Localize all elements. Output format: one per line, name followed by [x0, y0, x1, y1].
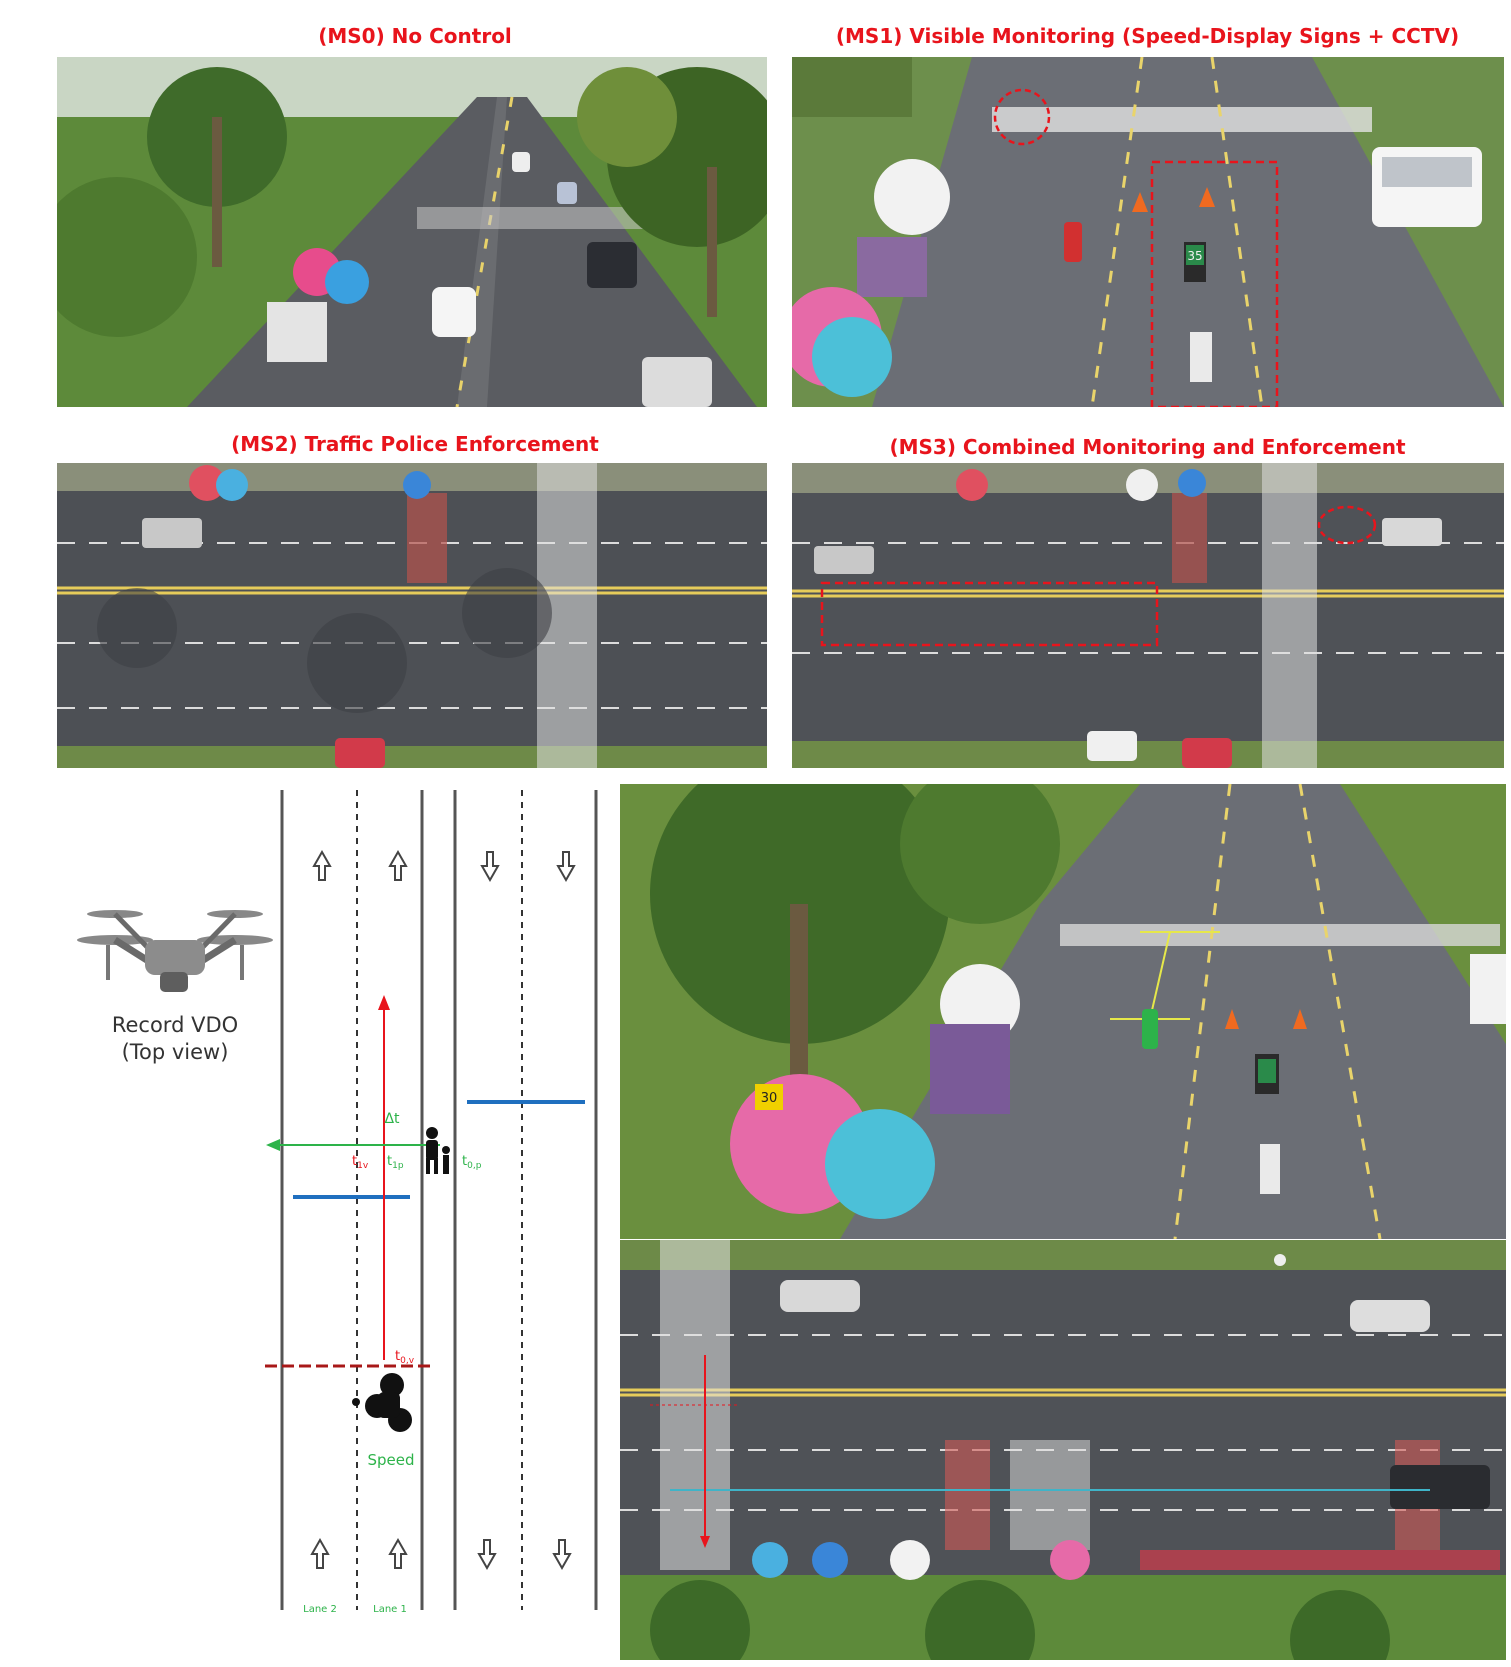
ms3-photo: [792, 463, 1504, 768]
ms2-title: (MS2) Traffic Police Enforcement: [231, 432, 599, 456]
t1v-label: t1v: [352, 1154, 369, 1171]
lane1-label: Lane 1: [373, 1604, 407, 1615]
ms3-title: (MS3) Combined Monitoring and Enforcemen…: [889, 435, 1406, 459]
drone-caption-line2: (Top view): [121, 1040, 229, 1064]
ms1-title: (MS1) Visible Monitoring (Speed-Display …: [835, 24, 1460, 48]
drone-caption: Record VDO (Top view): [80, 1012, 270, 1066]
t1p-label: t1p: [387, 1154, 404, 1171]
delta-t-label: Δt: [384, 1111, 400, 1127]
ms1-speed-sign-value: 35: [1187, 249, 1202, 263]
oblique-photo: 30: [620, 784, 1506, 1239]
ms1-photo: 35: [792, 57, 1504, 407]
ms0-photo: [57, 57, 767, 407]
vehicle-path-arrow-head: [378, 995, 390, 1010]
drone-icon: [77, 910, 273, 992]
motorcycle-icon: [352, 1373, 412, 1432]
lane2-label: Lane 2: [303, 1604, 337, 1615]
t0v-label: t0,v: [395, 1349, 415, 1366]
t0p-label: t0,p: [462, 1154, 482, 1171]
oblique-speed-sign-value: 30: [761, 1091, 778, 1106]
pedestrian-icon: [426, 1127, 450, 1174]
lane-arrows-top: [312, 849, 576, 883]
ms2-photo: [57, 463, 767, 768]
pedestrian-path-arrow-head: [266, 1139, 280, 1151]
lane-diagram: Δt t1v t1p t0,p t0,v Speed Lane 2 Lane 1: [0, 780, 610, 1667]
ms0-title: (MS0) No Control: [318, 24, 512, 48]
topview-photo: [620, 1240, 1506, 1660]
speed-label: Speed: [367, 1451, 414, 1469]
lane-arrows-bottom: [310, 1537, 572, 1571]
drone-caption-line1: Record VDO: [111, 1013, 239, 1037]
